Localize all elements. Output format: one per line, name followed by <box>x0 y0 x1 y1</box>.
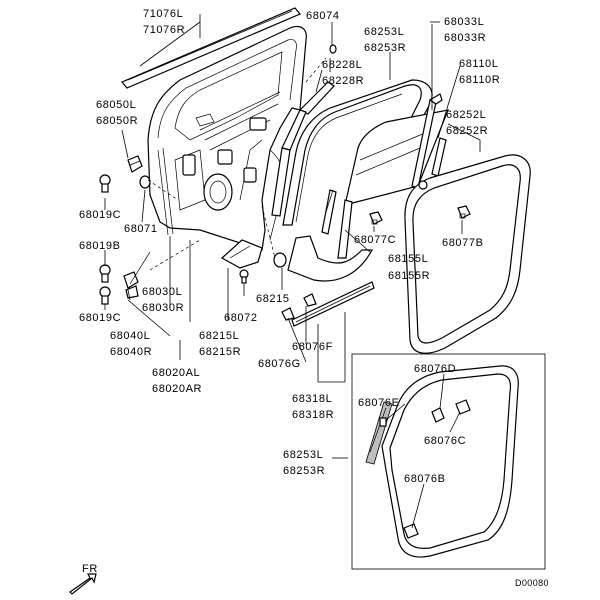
diagram-code: D00080 <box>515 578 549 588</box>
label-68076f: 68076F <box>292 341 333 353</box>
label-68050-l: 68050L <box>96 99 136 111</box>
label-68215-r: 68215R <box>199 346 241 358</box>
label-68077b: 68077B <box>442 237 484 249</box>
plug-68215 <box>273 252 287 268</box>
label-68040-r: 68040R <box>110 346 152 358</box>
label-68253-r-top: 68253R <box>364 42 406 54</box>
label-71076-r: 71076R <box>143 24 185 36</box>
bracket-68215lr <box>220 239 263 269</box>
label-68019c-top: 68019C <box>79 209 121 221</box>
clip-68076c <box>455 399 471 415</box>
latch-68030 <box>123 251 151 299</box>
clip-68076e <box>379 417 387 427</box>
label-68020-al: 68020AL <box>152 367 200 379</box>
label-68019c-bottom: 68019C <box>79 312 121 324</box>
screw-68072 <box>239 269 249 284</box>
label-68033-l: 68033L <box>444 16 484 28</box>
front-arrow-icon <box>69 573 97 595</box>
label-68076c: 68076C <box>424 435 466 447</box>
construction-lines <box>147 57 327 271</box>
channel-68110 <box>431 137 447 177</box>
artwork <box>69 7 546 595</box>
clip-68077c <box>369 211 383 225</box>
clip-68050 <box>127 155 143 173</box>
label-68019b: 68019B <box>79 240 121 252</box>
label-68030-l: 68030L <box>142 286 182 298</box>
label-68040-l: 68040L <box>110 330 150 342</box>
label-68228-r: 68228R <box>322 75 364 87</box>
sash-68155 <box>321 189 353 259</box>
label-68252-r: 68252R <box>446 125 488 137</box>
clip-68076g <box>281 307 295 321</box>
grommet-68074 <box>329 44 337 54</box>
bolt-68019c-top <box>99 174 111 193</box>
bumper-68071 <box>139 175 151 189</box>
label-68252-l: 68252L <box>446 109 486 121</box>
label-68318-r: 68318R <box>292 409 334 421</box>
label-68074: 68074 <box>306 10 340 22</box>
label-68155-l: 68155L <box>388 253 428 265</box>
label-68215-l: 68215L <box>199 330 239 342</box>
label-68110-l: 68110L <box>459 58 499 70</box>
label-68076e: 68076E <box>358 397 400 409</box>
opening-weatherstrip-68252 <box>404 154 531 354</box>
label-68253-l-bottom: 68253L <box>283 449 323 461</box>
clip-68077b <box>457 205 471 219</box>
label-68076d: 68076D <box>414 363 456 375</box>
label-68033-r: 68033R <box>444 32 486 44</box>
bolt-68019c-bottom <box>99 286 111 305</box>
label-68077c: 68077C <box>354 234 396 246</box>
label-71076-l: 71076L <box>143 8 183 20</box>
label-68155-r: 68155R <box>388 270 430 282</box>
label-front: FR <box>82 563 98 575</box>
door-edge <box>157 147 174 236</box>
glass-run-68033 <box>411 93 443 189</box>
label-68253-l-top: 68253L <box>364 26 404 38</box>
window-guide-68228 <box>271 81 335 217</box>
detail-inset <box>351 353 546 570</box>
label-68050-r: 68050R <box>96 115 138 127</box>
label-68020-ar: 68020AR <box>152 383 202 395</box>
beltline-molding <box>121 7 301 89</box>
label-68072: 68072 <box>224 312 258 324</box>
label-68318-l: 68318L <box>292 393 332 405</box>
label-68253-r-bottom: 68253R <box>283 465 325 477</box>
label-68076g: 68076G <box>258 358 301 370</box>
label-68071: 68071 <box>124 223 158 235</box>
inner-weatherstrip <box>287 235 374 282</box>
label-68110-r: 68110R <box>459 74 500 86</box>
belt-strip-68318 <box>291 281 375 327</box>
clip-68076d <box>431 407 445 423</box>
labels: 71076L 71076R 68074 68228L 68228R 68253L… <box>79 8 549 588</box>
clip-68110 <box>418 180 428 190</box>
leader-lines <box>104 14 481 529</box>
clip-68076b <box>403 523 419 539</box>
clip-68076f <box>303 293 317 307</box>
door-panel <box>147 25 307 251</box>
label-68030-r: 68030R <box>142 302 184 314</box>
label-68215: 68215 <box>256 293 290 305</box>
label-68228-l: 68228L <box>322 59 362 71</box>
label-68076b: 68076B <box>404 473 446 485</box>
bolt-68019b <box>99 264 111 283</box>
